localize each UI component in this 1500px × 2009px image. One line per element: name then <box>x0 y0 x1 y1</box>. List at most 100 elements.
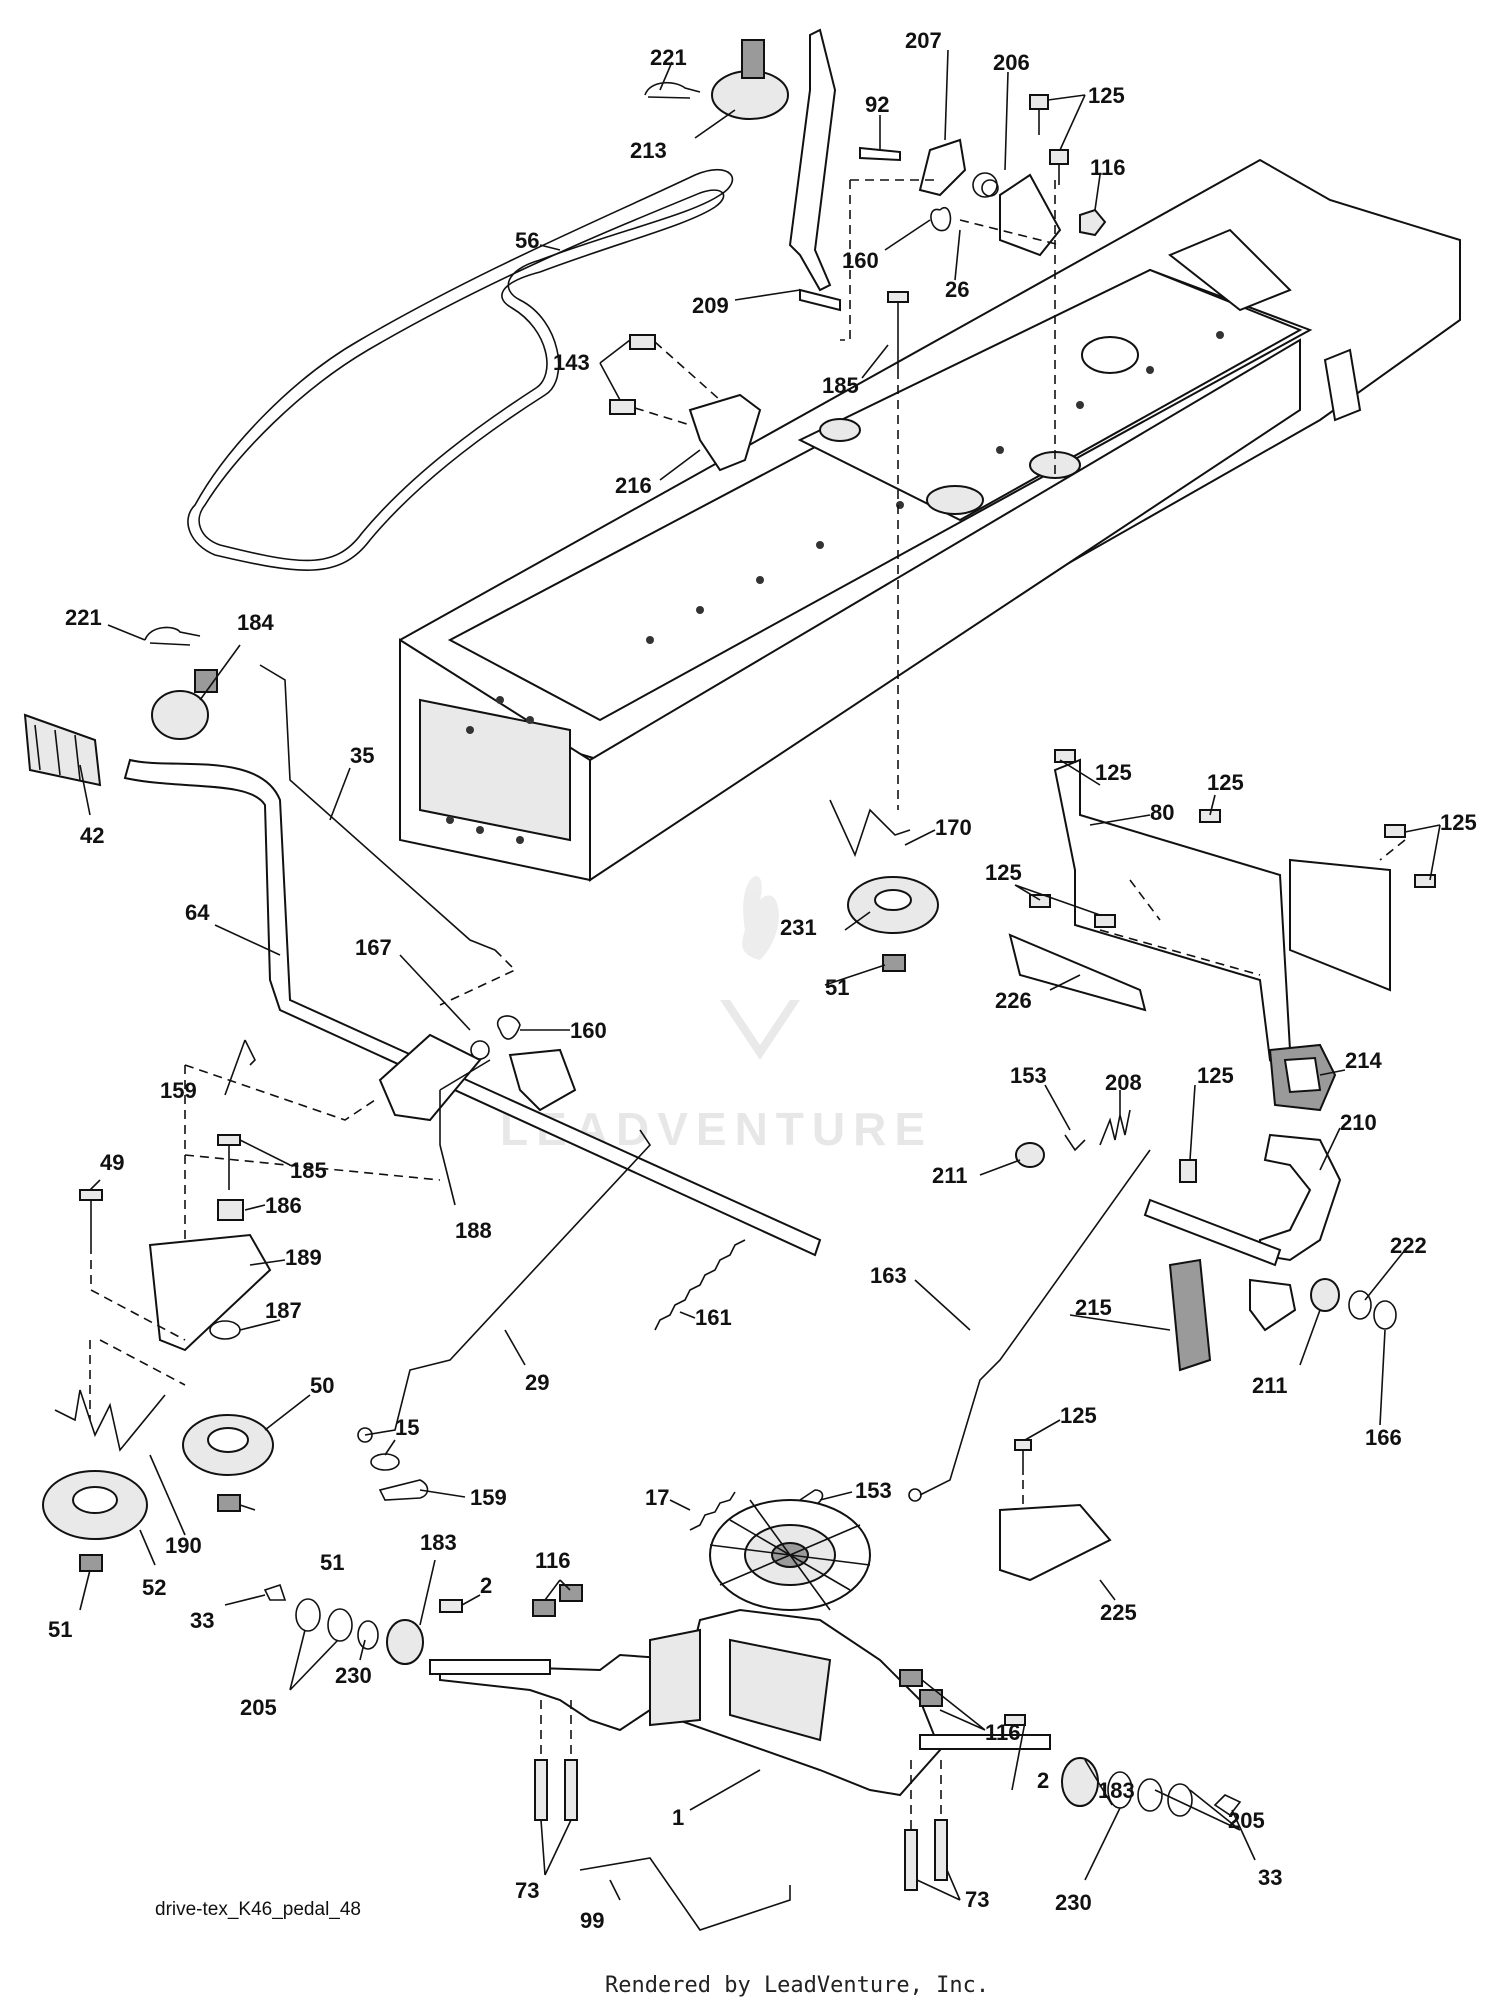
callout-label: 213 <box>630 138 667 163</box>
rod-35 <box>259 664 496 951</box>
bracket-225 <box>999 1503 1112 1582</box>
bracket-226 <box>1008 933 1147 1012</box>
callout-label: 205 <box>240 1695 277 1720</box>
callout-label: 64 <box>185 900 210 925</box>
arm-167 <box>378 1033 490 1122</box>
cotter-pin-221-left <box>144 626 201 646</box>
nut-51-left <box>79 1554 103 1572</box>
lever-64 <box>123 758 822 1257</box>
nuts-116-left <box>532 1584 583 1617</box>
chassis-frame <box>399 158 1461 882</box>
callout-label: 214 <box>1345 1048 1382 1073</box>
pedal-210 <box>1143 1133 1342 1332</box>
callout-label: 185 <box>290 1158 327 1183</box>
callout-label: 73 <box>515 1878 539 1903</box>
spring-190 <box>54 1389 166 1452</box>
nut-51-right <box>882 954 906 972</box>
callout-label: 50 <box>310 1373 334 1398</box>
callout-label: 125 <box>985 860 1022 885</box>
lift-lever <box>788 28 841 312</box>
callout-label: 51 <box>48 1617 72 1642</box>
callout-label: 33 <box>190 1608 214 1633</box>
pulley-52 <box>42 1470 148 1540</box>
callout-label: 231 <box>780 915 817 940</box>
bracket-188 <box>439 1048 577 1145</box>
washer-166 <box>1373 1300 1397 1330</box>
washer-187 <box>209 1320 241 1340</box>
callout-label: 167 <box>355 935 392 960</box>
rod-99 <box>579 1857 791 1931</box>
watermark-logo: LEADVENTURE <box>500 876 925 1155</box>
callout-label: 190 <box>165 1533 202 1558</box>
callout-label: 42 <box>80 823 104 848</box>
bolts-73-left <box>534 1759 578 1821</box>
rod-163 <box>908 1149 1151 1502</box>
callout-label: 209 <box>692 293 729 318</box>
pad-215 <box>1168 1258 1212 1372</box>
callout-labels: 2 2 1 213 56 207 92 206 125 116 160 26 209… <box>48 28 1477 1933</box>
callout-label: 51 <box>825 975 849 1000</box>
callout-label: 207 <box>905 28 942 53</box>
callout-label: 125 <box>1060 1403 1097 1428</box>
spring-208 <box>1099 1109 1131 1146</box>
pulley-231 <box>847 876 939 934</box>
spring-17 <box>689 1491 736 1531</box>
callout-label: 125 <box>1207 770 1244 795</box>
callout-label: 225 <box>1100 1600 1137 1625</box>
callout-label: 215 <box>1075 1295 1112 1320</box>
callout-label: 230 <box>1055 1890 1092 1915</box>
callout-label: 160 <box>570 1018 607 1043</box>
callout-label: 208 <box>1105 1070 1142 1095</box>
callout-label: 211 <box>1252 1373 1288 1398</box>
pin-159-top <box>244 1039 256 1066</box>
transaxle-1 <box>429 1499 1051 1797</box>
knob-213 <box>711 39 789 120</box>
callout-label: 125 <box>1088 83 1125 108</box>
callout-label: 2 <box>480 1573 492 1598</box>
callout-label: 125 <box>1440 810 1477 835</box>
callout-label: 184 <box>237 610 274 635</box>
bolt-185-top <box>887 291 909 370</box>
callout-label: 153 <box>1010 1063 1047 1088</box>
bushing-211-bottom <box>1310 1278 1340 1312</box>
clip-160-mid <box>496 1015 521 1040</box>
callout-label: 1 <box>672 1805 684 1830</box>
callout-label: 26 <box>945 277 969 302</box>
callout-label: 73 <box>965 1887 989 1912</box>
callout-label: 80 <box>1150 800 1174 825</box>
bolts-125-top <box>1029 94 1069 185</box>
callout-label: 185 <box>822 373 859 398</box>
pedal-pad-214 <box>1268 1043 1337 1112</box>
callout-label: 116 <box>535 1548 571 1573</box>
rod-29 <box>357 1129 652 1443</box>
callout-label: 52 <box>142 1575 166 1600</box>
footer-credit: Rendered by LeadVenture, Inc. <box>605 1973 989 1998</box>
spacer-186 <box>217 1199 244 1221</box>
callout-label: 153 <box>855 1478 892 1503</box>
drive-belt <box>187 169 734 571</box>
leader-lines <box>79 49 1441 1901</box>
callout-label: 159 <box>470 1485 507 1510</box>
callout-label: 35 <box>350 743 374 768</box>
callout-label: 49 <box>100 1150 124 1175</box>
washer-222 <box>1348 1290 1372 1320</box>
callout-label: 29 <box>525 1370 549 1395</box>
callout-label: 56 <box>515 228 539 253</box>
washer-15 <box>370 1453 400 1471</box>
spring-clip-160-26 <box>930 206 952 232</box>
callout-label: 92 <box>865 92 889 117</box>
knob-184 <box>151 669 218 740</box>
callout-label: 206 <box>993 50 1030 75</box>
nut-116-top <box>1079 208 1107 237</box>
clip-153-top <box>1064 1134 1086 1152</box>
bolt-125-pedal <box>1179 1159 1197 1183</box>
callout-label: 2 <box>1037 1768 1049 1793</box>
callout-label: 230 <box>335 1663 372 1688</box>
pulley-50 <box>182 1414 274 1476</box>
left-axle-hardware <box>263 1583 463 1665</box>
callout-label: 125 <box>1095 760 1132 785</box>
callout-label: 159 <box>160 1078 197 1103</box>
callout-label: 116 <box>985 1720 1021 1745</box>
key-2-right <box>1004 1714 1026 1726</box>
callout-label: 15 <box>395 1415 419 1440</box>
